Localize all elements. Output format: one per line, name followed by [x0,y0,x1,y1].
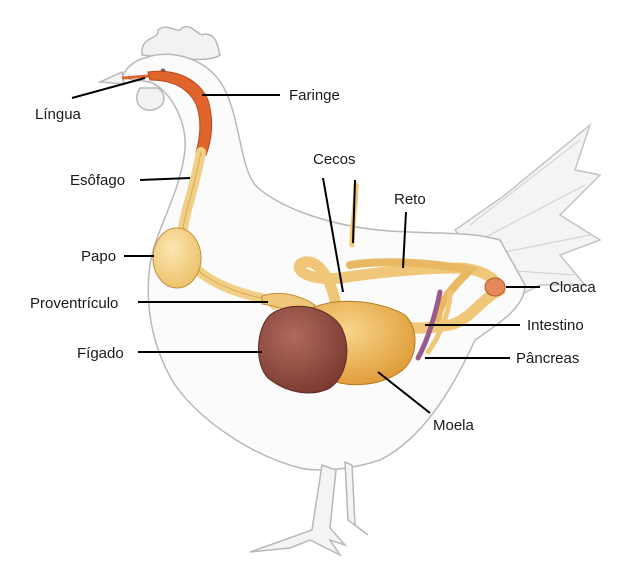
label-figado: Fígado [77,345,124,362]
wattle [136,87,165,111]
label-moela: Moela [433,417,475,434]
label-intestino: Intestino [527,317,584,334]
body-outline [121,53,526,471]
label-reto: Reto [394,191,426,208]
label-faringe: Faringe [289,87,340,104]
legs [249,463,348,557]
label-lingua: Língua [35,106,82,123]
comb [141,25,221,61]
beak [97,70,125,85]
label-esofago: Esôfago [70,172,125,189]
chicken-body [97,25,602,557]
liver [258,305,348,394]
leader-lines [71,77,540,414]
label-pancreas: Pâncreas [516,350,579,367]
digestive-organs [121,70,506,394]
crop [152,227,202,289]
label-cloaca: Cloaca [549,279,596,296]
labels: Língua Faringe Esôfago Cecos Reto Papo C… [30,87,596,434]
label-papo: Papo [81,248,116,265]
label-proventriculo: Proventrículo [30,295,118,312]
cloaca [484,277,506,297]
label-cecos: Cecos [313,151,356,168]
